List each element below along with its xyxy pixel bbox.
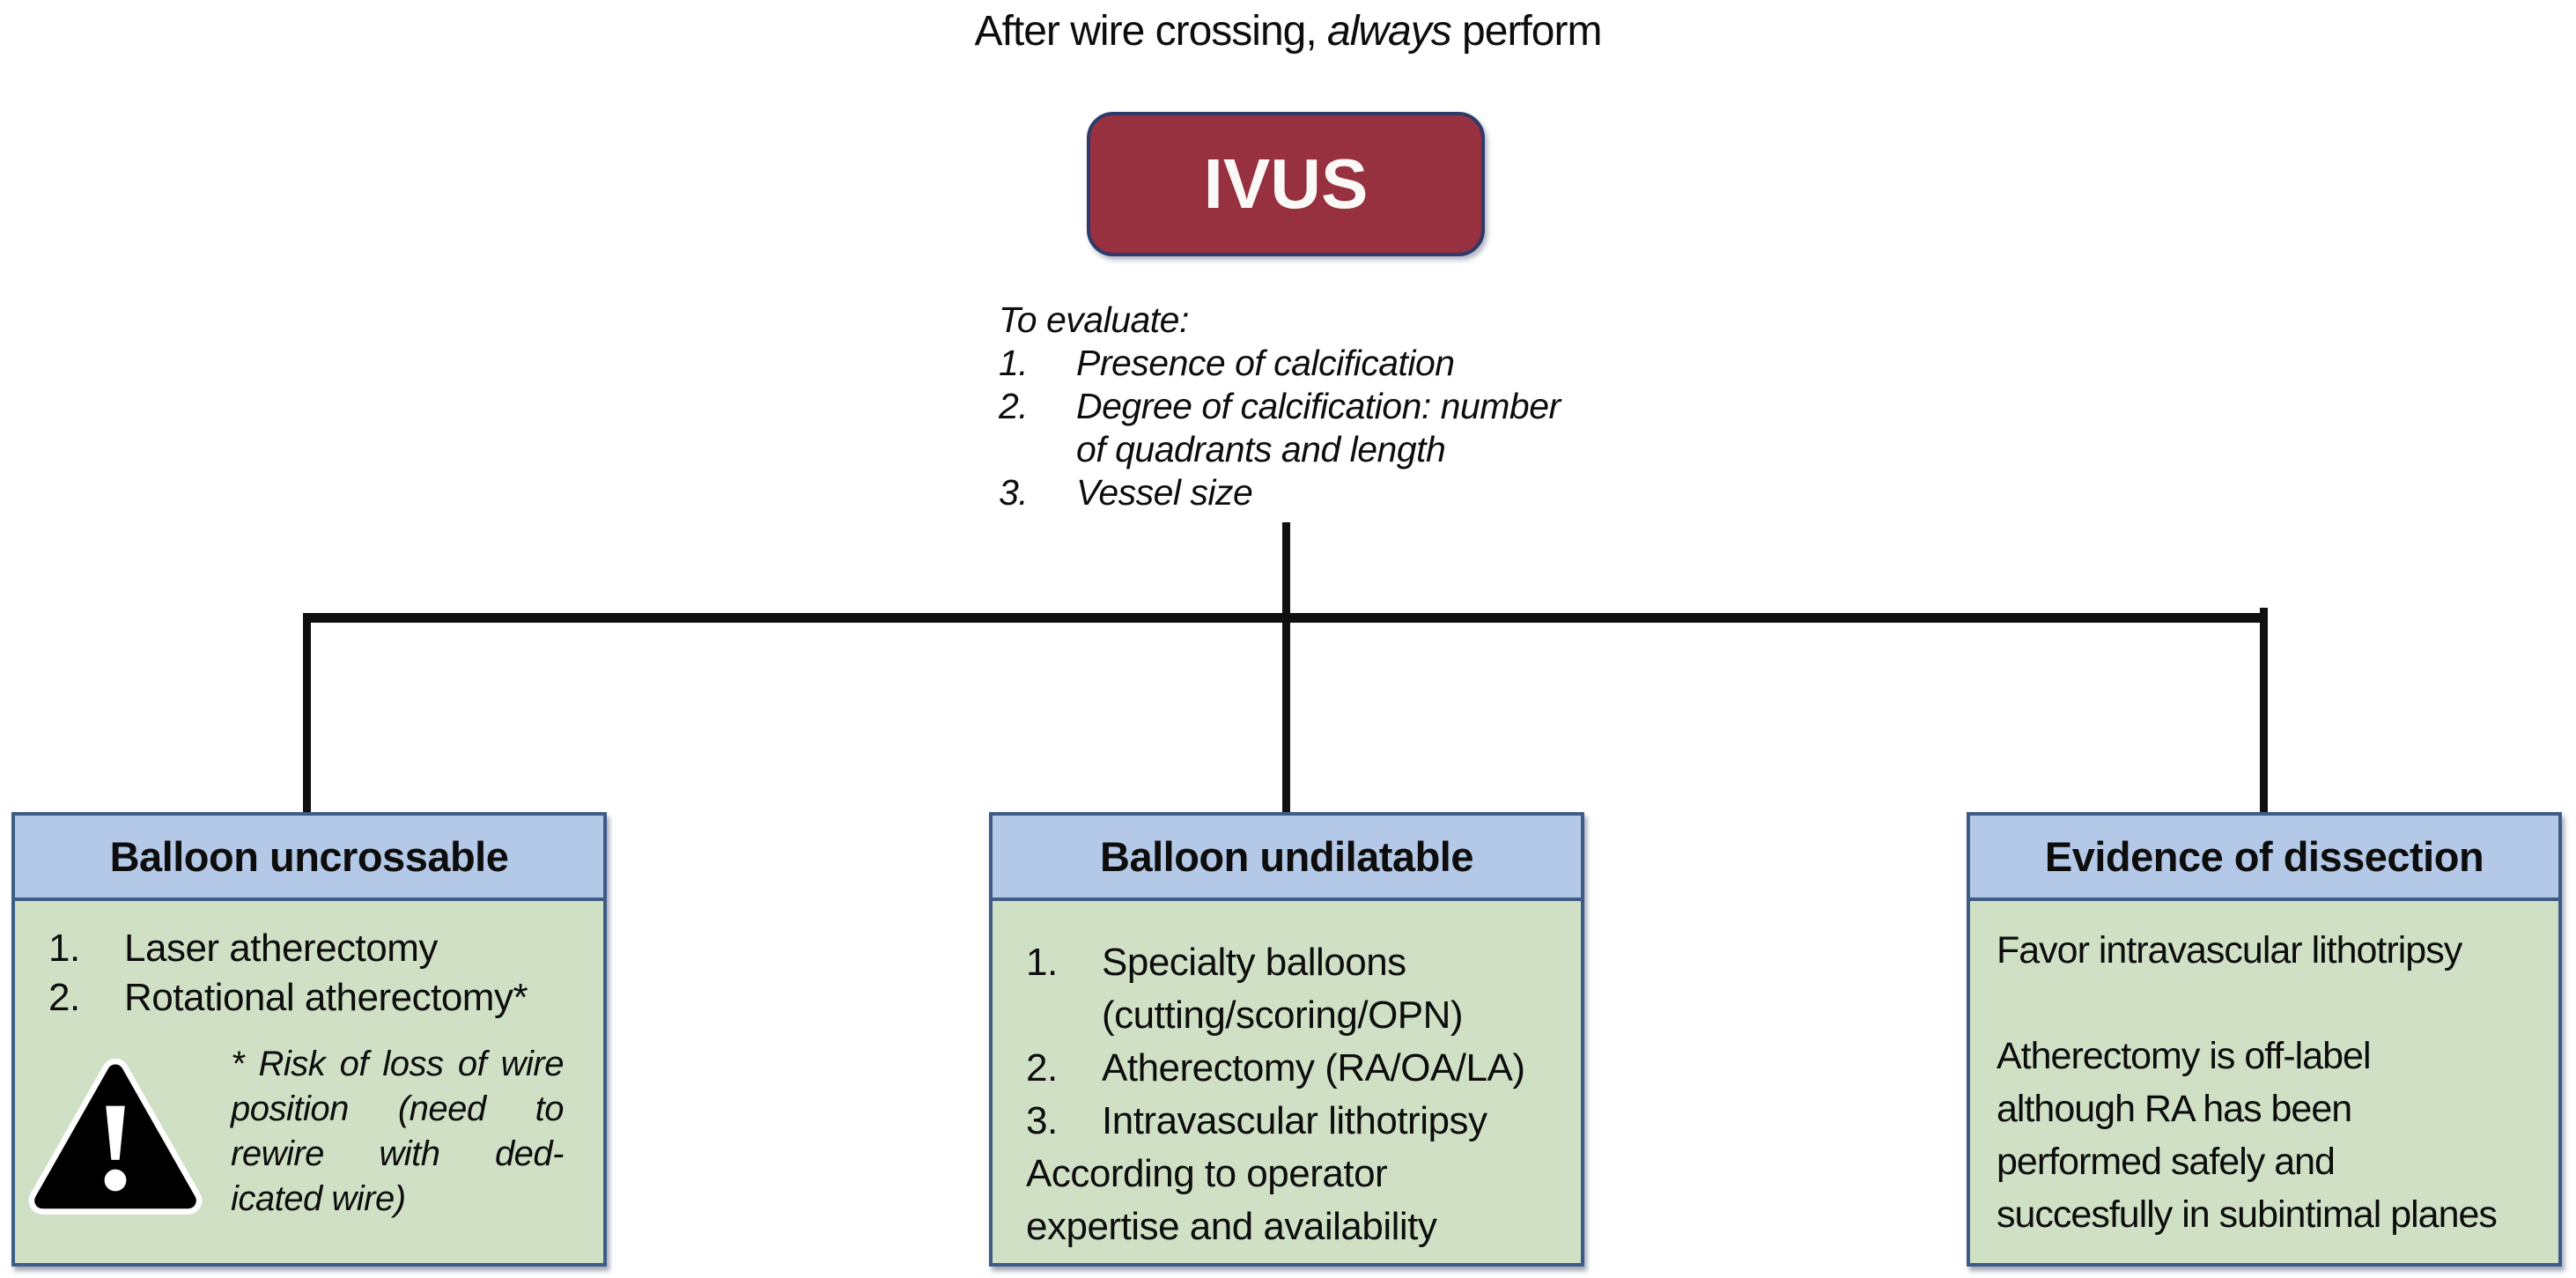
box-balloon-undilatable: Balloon undilatable 1. Specialty balloon… (989, 812, 1584, 1267)
connector-stem (1282, 522, 1290, 813)
box-header: Balloon undilatable (993, 816, 1581, 901)
title-prefix: After wire crossing, (974, 8, 1327, 55)
list-item: 3. Intravascular lithotripsy (993, 1095, 1581, 1148)
body-line: performed safely and (1997, 1141, 2336, 1183)
ivus-node: IVUS (1087, 112, 1485, 256)
list-item-number: 1. (1026, 941, 1058, 984)
risk-note-line: rewire with ded- (231, 1134, 565, 1173)
list-item-text: (cutting/scoring/OPN) (1102, 994, 1464, 1037)
evaluate-item: 3. Vessel size (999, 471, 1791, 514)
box-header: Balloon uncrossable (15, 816, 603, 901)
list-item-number: 3. (1026, 1099, 1058, 1142)
risk-note-line: position (need to (231, 1090, 565, 1128)
evaluate-item-number: 1. (999, 343, 1029, 383)
box-body: 1. Laser atherectomy 2. Rotational ather… (15, 901, 603, 1260)
evaluate-heading: To evaluate: (999, 299, 1189, 340)
box-evidence-of-dissection: Evidence of dissection Favor intravascul… (1967, 812, 2562, 1267)
title-suffix: perform (1450, 8, 1602, 55)
connector-drop-right (2260, 608, 2268, 815)
list-item-number: 2. (48, 976, 80, 1019)
evaluate-item-text: Degree of calcification: number (1076, 386, 1561, 426)
body-line: Atherectomy is off-label (1997, 1035, 2372, 1077)
risk-note-line: * Risk of loss of wire (231, 1045, 565, 1083)
evaluate-annotation: To evaluate: 1. Presence of calcificatio… (999, 298, 1791, 514)
risk-note-line: icated wire) (231, 1179, 406, 1218)
list-item: 1. Specialty balloons (cutting/scoring/O… (993, 936, 1581, 1042)
body-line: although RA has been (1997, 1088, 2352, 1130)
list-item-number: 2. (1026, 1046, 1058, 1090)
connector-horizontal-bar (303, 613, 2268, 623)
box-footer-line: According to operator (1026, 1152, 1388, 1195)
evaluate-item-text: of quadrants and length (1076, 429, 1446, 469)
list-item-text: Laser atherectomy (124, 927, 438, 970)
list-item-text: Intravascular lithotripsy (1102, 1099, 1487, 1142)
box-footer-note: According to operator expertise and avai… (993, 1148, 1581, 1253)
list-item: 2. Rotational atherectomy* (15, 973, 603, 1023)
evaluate-item-text: Presence of calcification (1076, 343, 1455, 383)
list-item-number: 1. (48, 927, 80, 970)
evaluate-item-number: 2. (999, 386, 1029, 426)
evaluate-item-number: 3. (999, 472, 1029, 513)
risk-note: * Risk of loss of wire position (need to… (231, 1042, 565, 1222)
body-line: Favor intravascular lithotripsy (1997, 929, 2462, 971)
evaluate-item-text: Vessel size (1076, 472, 1253, 513)
evaluate-item: 1. Presence of calcification (999, 342, 1791, 385)
list-item-text: Specialty balloons (1102, 941, 1406, 984)
list-item: 2. Atherectomy (RA/OA/LA) (993, 1042, 1581, 1095)
box-header: Evidence of dissection (1970, 816, 2558, 901)
box-body: 1. Specialty balloons (cutting/scoring/O… (993, 901, 1581, 1260)
list-item-text: Rotational atherectomy* (124, 976, 528, 1019)
body-line (1997, 977, 2558, 1030)
body-line: succesfully in subintimal planes (1997, 1193, 2498, 1236)
warning-triangle-icon (28, 1058, 203, 1215)
ivus-node-label: IVUS (1203, 144, 1369, 223)
box-balloon-uncrossable: Balloon uncrossable 1. Laser atherectomy… (11, 812, 607, 1267)
connector-drop-left (303, 613, 311, 815)
box-footer-line: expertise and availability (1026, 1205, 1437, 1248)
page-title: After wire crossing, always perform (0, 7, 2576, 56)
list-item-text: Atherectomy (RA/OA/LA) (1102, 1046, 1525, 1090)
title-emphasis: always (1327, 8, 1452, 55)
list-item: 1. Laser atherectomy (15, 924, 603, 973)
box-body: Favor intravascular lithotripsy Atherect… (1970, 901, 2558, 1260)
evaluate-item: 2. Degree of calcification: number of qu… (999, 385, 1791, 471)
